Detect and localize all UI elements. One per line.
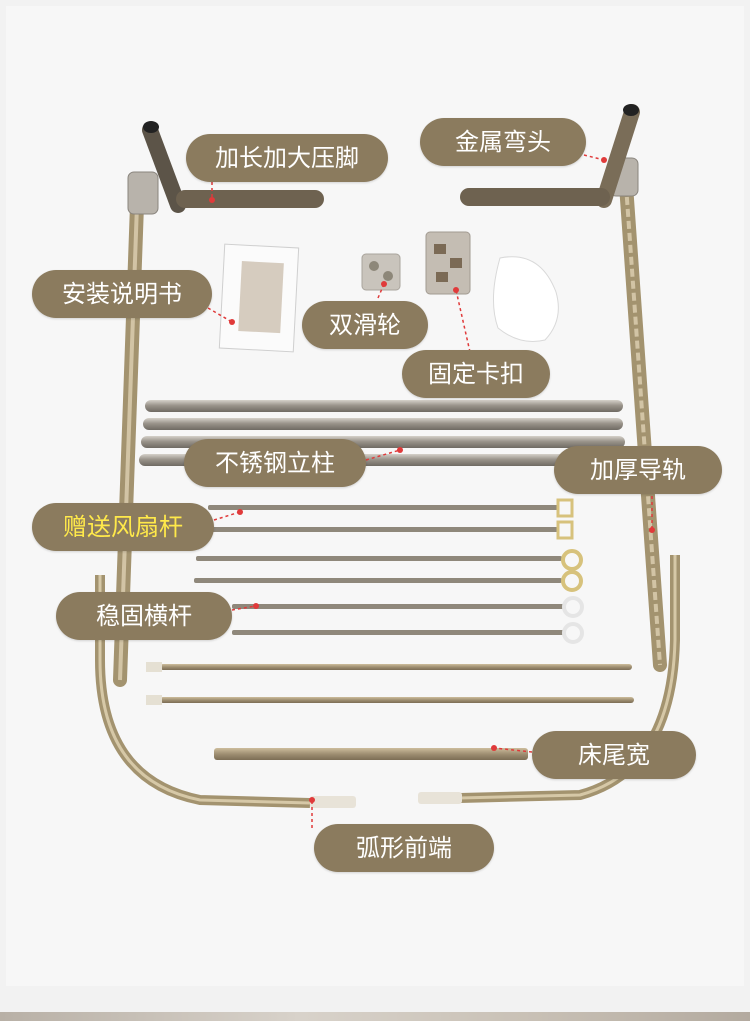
label-double-pulley: 双滑轮 xyxy=(302,301,428,349)
next-photo-edge-strip xyxy=(0,1012,750,1021)
callout-leaders xyxy=(207,154,653,828)
label-metal-elbow: 金属弯头 xyxy=(420,118,586,166)
clip-bag xyxy=(425,231,471,295)
label-fixing-clip: 固定卡扣 xyxy=(402,350,550,398)
long-rails xyxy=(146,662,634,760)
label-arc-front: 弧形前端 xyxy=(314,824,494,872)
right-frame-rail xyxy=(460,104,667,672)
label-manual: 安装说明书 xyxy=(32,270,212,318)
fan-rods xyxy=(208,498,574,540)
label-thick-rail: 加厚导轨 xyxy=(554,446,722,494)
label-stable-crossbar: 稳固横杆 xyxy=(56,592,232,640)
crossbars xyxy=(194,549,584,644)
label-bed-end-width: 床尾宽 xyxy=(532,731,696,779)
label-extended-foot: 加长加大压脚 xyxy=(186,134,388,182)
label-free-fan-rod: 赠送风扇杆 xyxy=(32,503,214,551)
white-gloves xyxy=(492,256,559,342)
label-stainless-post: 不锈钢立柱 xyxy=(184,439,366,487)
pulley-bag xyxy=(361,253,401,291)
callout-marker-dots xyxy=(209,157,655,803)
instruction-manual xyxy=(218,243,300,353)
